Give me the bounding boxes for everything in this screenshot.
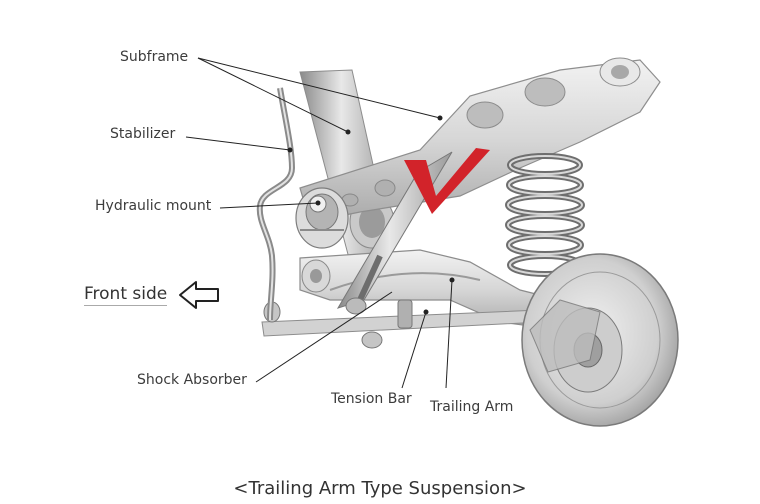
leader-hydraulic-mount — [219, 202, 319, 209]
leader-dot — [345, 129, 351, 135]
leader-dot — [437, 115, 443, 121]
label-shock-absorber: Shock Absorber — [137, 372, 247, 388]
label-tension-bar: Tension Bar — [331, 391, 412, 407]
left-arrow-icon — [179, 281, 219, 309]
leader-tension-bar — [401, 311, 427, 389]
leader-stabilizer — [185, 136, 291, 151]
hydraulic-mount-part — [295, 187, 349, 249]
brake-disc-hub — [521, 253, 679, 427]
brand-check-mark — [404, 148, 490, 214]
leader-trailing-arm — [445, 279, 453, 389]
label-hydraulic-mount: Hydraulic mount — [95, 198, 212, 214]
leader-shock-absorber — [255, 291, 393, 383]
leader-dot — [423, 309, 429, 315]
label-subframe: Subframe — [120, 49, 189, 65]
label-stabilizer: Stabilizer — [110, 126, 176, 142]
leader-dot — [449, 277, 455, 283]
label-trailing-arm: Trailing Arm — [430, 399, 514, 415]
subframe-part — [299, 57, 661, 223]
leader-dot — [287, 147, 293, 153]
stabilizer-bar-part — [256, 87, 296, 321]
diagram-caption: <Trailing Arm Type Suspension> — [233, 478, 527, 499]
leader-subframe-2 — [197, 57, 349, 133]
leader-subframe-1 — [197, 57, 441, 119]
leader-lines — [185, 57, 453, 389]
label-front-side: Front side — [84, 284, 168, 306]
leader-dot — [315, 200, 321, 206]
